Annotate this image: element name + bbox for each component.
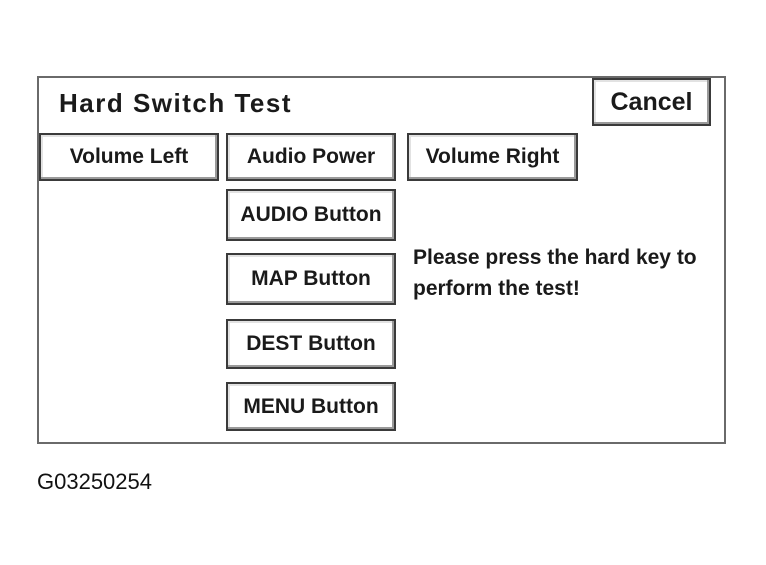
map-button[interactable]: MAP Button bbox=[226, 253, 396, 305]
cancel-button[interactable]: Cancel bbox=[592, 78, 711, 126]
instruction-message: Please press the hard key to perform the… bbox=[413, 246, 697, 300]
dest-button[interactable]: DEST Button bbox=[226, 319, 396, 369]
volume-right-button[interactable]: Volume Right bbox=[407, 133, 578, 181]
audio-button[interactable]: AUDIO Button bbox=[226, 189, 396, 241]
audio-power-button[interactable]: Audio Power bbox=[226, 133, 396, 181]
figure-code: G03250254 bbox=[37, 469, 152, 494]
menu-button[interactable]: MENU Button bbox=[226, 382, 396, 431]
volume-left-button[interactable]: Volume Left bbox=[39, 133, 219, 181]
hard-switch-test-screen: Hard Switch Test Cancel Volume Left Audi… bbox=[37, 76, 726, 444]
page-title: Hard Switch Test bbox=[59, 88, 293, 118]
